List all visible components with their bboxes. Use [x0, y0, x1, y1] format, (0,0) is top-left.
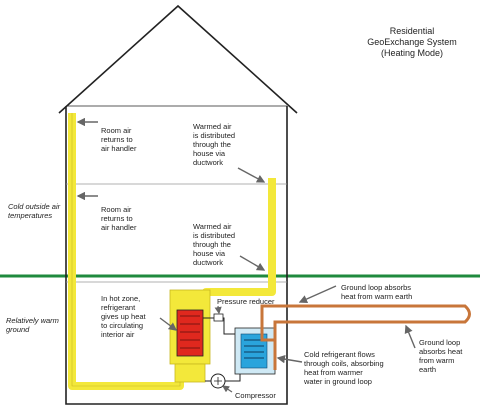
warm-ground-label: Relatively warm ground [6, 316, 59, 334]
room-air-label-lower: Room air returns to air handler [101, 205, 137, 232]
warmed-air-label-lower: Warmed air is distributed through the ho… [193, 222, 236, 267]
ground-loop-arrow-top [298, 285, 337, 303]
hot-coil-tubing [180, 315, 200, 349]
cold-refrigerant-label: Cold refrigerant flows through coils, ab… [304, 350, 384, 386]
return-duct [68, 113, 184, 390]
warmed-air-arrow-upper [237, 167, 266, 183]
hot-zone-label: In hot zone, refrigerant gives up heat t… [101, 294, 146, 339]
ground-loop-arrow-right [404, 324, 416, 349]
house-outline [58, 4, 298, 405]
cold-coil-tubing [244, 339, 264, 359]
ground-loop-label-right: Ground loop absorbs heat from warm earth [419, 338, 463, 374]
pressure-reducer-arrow [214, 305, 222, 315]
outside-air-label: Cold outside air temperatures [8, 202, 61, 220]
pressure-reducer [213, 313, 224, 322]
ground-loop [260, 304, 471, 370]
diagram-title: Residential GeoExchange System (Heating … [367, 26, 457, 58]
hot-coil [176, 309, 204, 357]
ground-loop-label-top: Ground loop absorbs heat from warm earth [341, 283, 413, 301]
room-air-label-upper: Room air returns to air handler [101, 126, 137, 153]
cold-refrigerant-arrow [276, 355, 303, 364]
hot-zone-arrow [159, 317, 178, 331]
pressure-reducer-label: Pressure reducer [217, 297, 275, 306]
warmed-air-arrow-lower [239, 255, 266, 271]
compressor-base [174, 363, 206, 383]
compressor-arrow [222, 385, 233, 393]
warmed-air-label-upper: Warmed air is distributed through the ho… [193, 122, 236, 167]
compressor-label: Compressor [235, 391, 276, 400]
return-duct-outline [71, 113, 181, 387]
compressor-symbol [214, 377, 222, 385]
